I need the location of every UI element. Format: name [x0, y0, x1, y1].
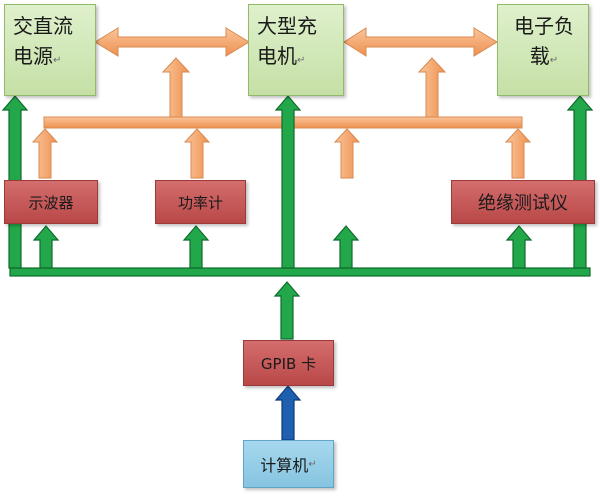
ac-dc-power-supply-box: 交直流 电源↵: [4, 4, 96, 96]
blue-arrow-computer-gpib: [274, 385, 302, 441]
gpib-card-label: GPIB 卡: [260, 354, 317, 373]
double-arrow-charger-load: [343, 27, 498, 57]
insulation-tester-box: 绝缘测试仪: [451, 180, 595, 224]
electronic-load-box: 电子负 载↵: [497, 4, 589, 96]
electronic-load-line1: 电子负: [514, 14, 574, 38]
charger-line2: 电机: [257, 44, 297, 68]
return-mark: ↵: [549, 55, 559, 66]
power-meter-label: 功率计: [177, 193, 223, 212]
orange-arrow-up-load: [417, 57, 447, 118]
electronic-load-line2: 载: [529, 44, 550, 68]
charger-line1: 大型充: [257, 14, 317, 38]
insulation-tester-label: 绝缘测试仪: [478, 193, 568, 214]
orange-arrow-insulation: [504, 128, 532, 179]
return-mark: ↵: [308, 458, 317, 470]
ac-dc-power-supply-line1: 交直流: [13, 14, 73, 38]
double-arrow-ac-charger: [94, 27, 250, 57]
return-mark: ↵: [297, 55, 306, 66]
orange-arrow-up-charger: [161, 57, 191, 118]
gpib-card-box: GPIB 卡: [243, 340, 334, 386]
oscilloscope-label: 示波器: [28, 193, 74, 212]
green-arrow-gpib: [273, 281, 301, 340]
green-bus: [9, 267, 591, 277]
return-mark: ↵: [53, 55, 62, 66]
oscilloscope-box: 示波器: [4, 180, 98, 224]
orange-arrow-oscilloscope: [31, 128, 59, 179]
computer-box: 计算机↵: [243, 440, 334, 488]
computer-label: 计算机: [260, 456, 309, 475]
orange-arrow-power-meter: [183, 128, 211, 179]
green-arrow-middle: [332, 225, 360, 269]
orange-arrow-middle: [333, 128, 361, 179]
green-arrow-charger: [274, 95, 302, 269]
green-arrow-insulation: [505, 225, 533, 269]
green-arrow-power-meter: [182, 225, 210, 269]
charger-box: 大型充 电机↵: [248, 4, 344, 96]
ac-dc-power-supply-line2: 电源: [13, 44, 53, 68]
power-meter-box: 功率计: [155, 180, 246, 224]
green-arrow-oscilloscope: [32, 225, 60, 269]
